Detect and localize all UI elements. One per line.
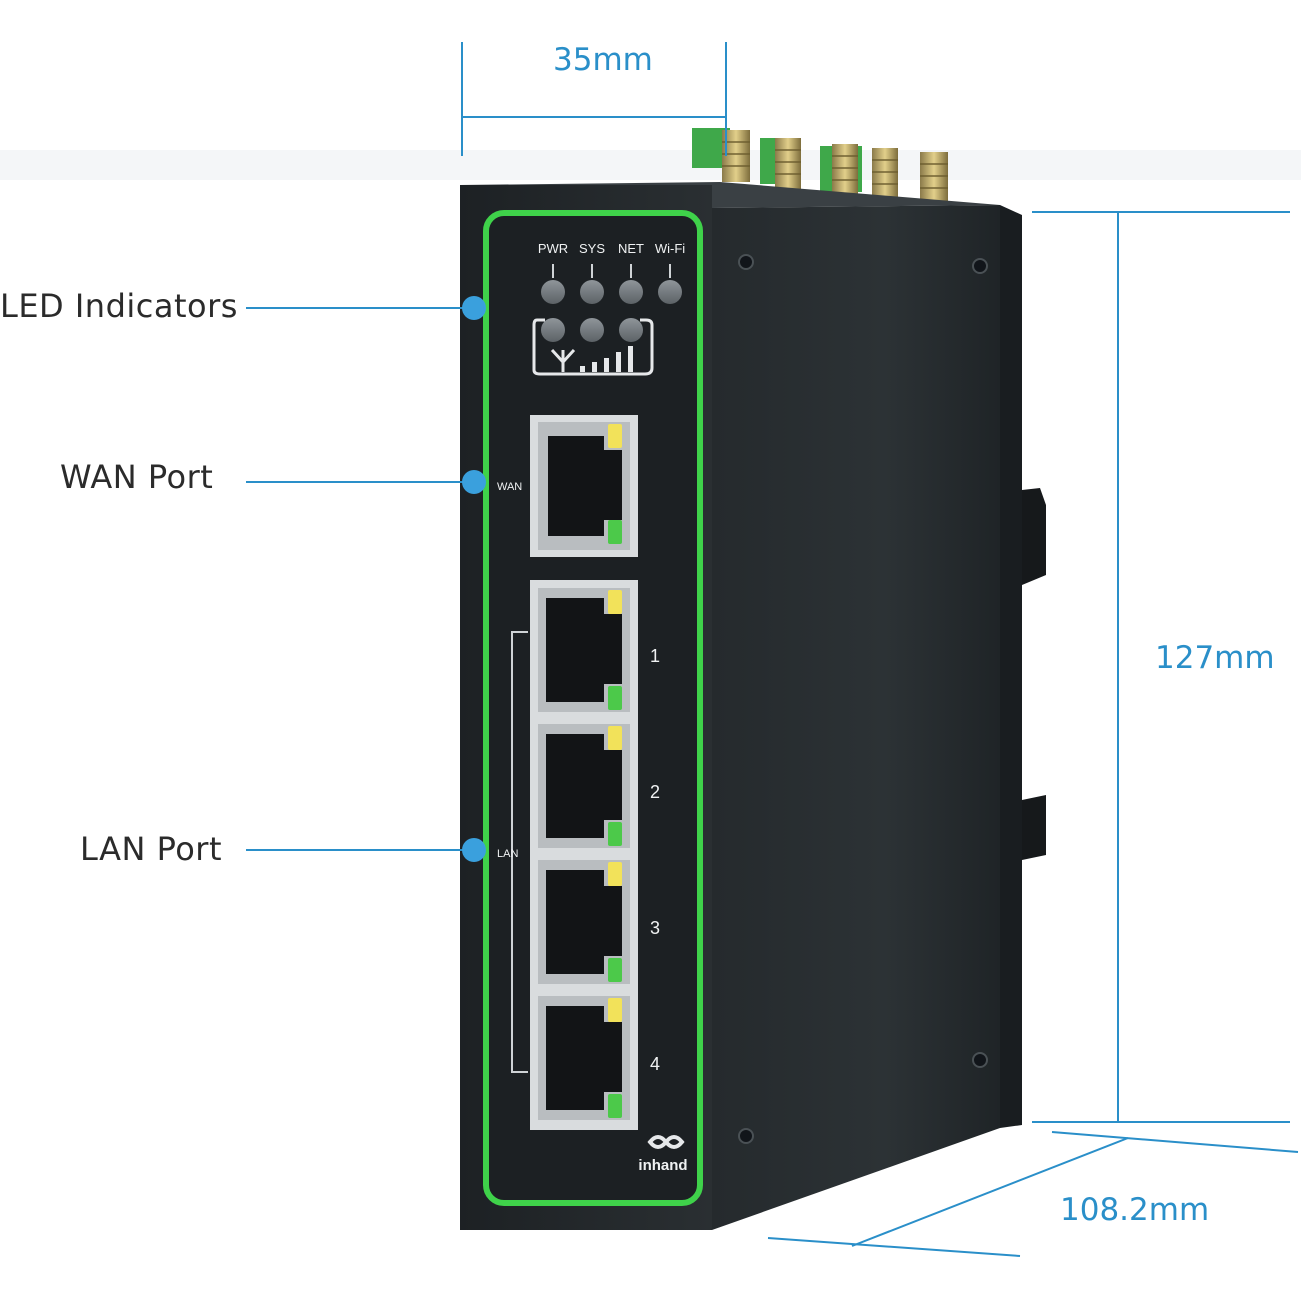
depth-dimension-label: 108.2mm	[1060, 1192, 1210, 1228]
callout-dots	[462, 296, 486, 862]
side-screws	[738, 254, 988, 1144]
led-stems	[552, 264, 671, 278]
signal-antenna-icon	[550, 348, 576, 372]
brand-name: inhand	[638, 1157, 687, 1174]
antenna-connectors	[692, 128, 948, 204]
led-label-pwr: PWR	[538, 241, 568, 256]
port-number-2: 2	[650, 782, 660, 802]
panel-text: PWR SYS NET Wi-Fi WAN LAN 1 2 3 4 inhand	[497, 241, 688, 1174]
device-side	[712, 205, 1000, 1230]
lan-port-1	[538, 588, 630, 712]
port-number-1: 1	[650, 646, 660, 666]
device-rear-flange	[1000, 205, 1022, 1128]
brand-logo-icon	[647, 1135, 685, 1149]
width-dimension-label: 35mm	[553, 42, 653, 78]
wan-port-callout: WAN Port	[60, 458, 214, 496]
led-label-sys: SYS	[579, 241, 605, 256]
led-label-net: NET	[618, 241, 644, 256]
signal-bars	[580, 346, 633, 372]
lan-port-2	[538, 724, 630, 848]
port-number-3: 3	[650, 918, 660, 938]
lan-bracket	[511, 631, 528, 1073]
wan-port	[530, 415, 638, 557]
wan-label: WAN	[497, 481, 522, 493]
height-dimension-label: 127mm	[1155, 640, 1275, 676]
led-label-wifi: Wi-Fi	[655, 241, 685, 256]
port-number-4: 4	[650, 1054, 660, 1074]
led-indicators-callout: LED Indicators	[0, 287, 238, 325]
background-band	[0, 150, 1301, 180]
status-leds	[541, 280, 682, 342]
din-rail-clip	[1022, 488, 1046, 860]
lan-port-callout: LAN Port	[80, 830, 222, 868]
signal-bracket	[532, 318, 654, 376]
dimension-lines	[461, 42, 1299, 1257]
lan-label: LAN	[497, 848, 518, 860]
callout-lines	[246, 307, 472, 851]
lan-port-4	[538, 996, 630, 1120]
lan-port-3	[538, 860, 630, 984]
